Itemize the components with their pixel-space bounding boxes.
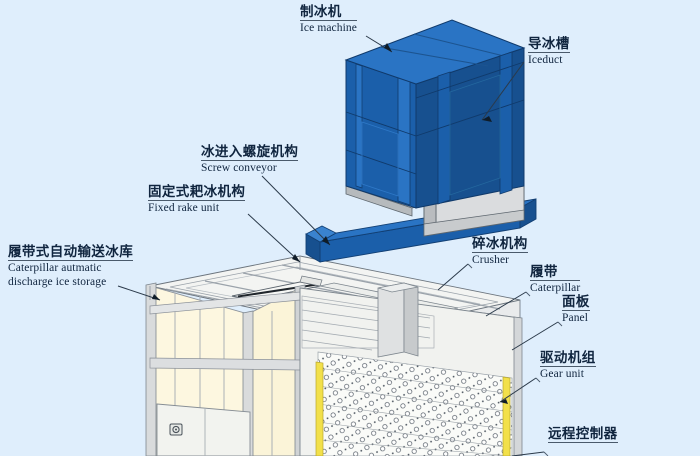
label-screw-conveyor-cn: 冰进入螺旋机构 [201,144,299,162]
label-ice-duct-en: Iceduct [528,54,563,67]
yellow-post-right [502,376,511,456]
label-ice-machine-cn: 制冰机 [300,5,357,22]
label-gear-unit-en: Gear unit [540,368,585,381]
label-panel-en: Panel [562,312,589,325]
label-fixed-rake-unit-en: Fixed rake unit [148,202,220,215]
ice-machine-top-face [344,19,526,85]
label-crusher-en: Crusher [472,254,510,267]
label-gear-unit-cn: 驱动机组 [540,350,596,368]
conveyor-support-column [377,282,419,358]
label-panel-cn: 面板 [562,294,590,312]
label-remote-controller-en [548,443,618,444]
door-lock-icon [169,423,183,436]
ice-storage-building [145,255,523,456]
leader-lines [117,35,559,456]
label-fixed-rake-unit: 固定式耙冰机构 Fixed rake unit [148,184,246,215]
label-ice-storage-en: Caterpillar autmatic discharge ice stora… [8,262,107,288]
caterpillar-belt [317,351,513,456]
label-ice-duct-cn: 导冰槽 [528,36,570,54]
label-ice-storage: 履带式自动输送冰库 Caterpillar autmatic discharge… [8,244,134,289]
label-ice-storage-cn: 履带式自动输送冰库 [8,244,134,262]
label-remote-controller: 远程控制器 [548,427,618,444]
label-screw-conveyor-en: Screw conveyor [201,162,277,175]
label-remote-controller-cn: 远程控制器 [548,426,618,444]
label-hooks [467,263,563,456]
service-door [156,403,251,456]
label-caterpillar-cn: 履带 [530,265,581,282]
label-ice-machine: 制冰机 Ice machine [300,5,357,34]
label-fixed-rake-unit-cn: 固定式耙冰机构 [148,184,246,202]
label-crusher-cn: 碎冰机构 [472,236,528,254]
label-ice-duct: 导冰槽 Iceduct [528,37,570,66]
label-ice-machine-en: Ice machine [300,22,357,35]
label-screw-conveyor: 冰进入螺旋机构 Screw conveyor [201,144,299,175]
label-caterpillar-en: Caterpillar [530,282,581,295]
label-gear-unit: 驱动机组 Gear unit [540,351,596,380]
yellow-post-left [315,361,324,456]
ice-machine [344,19,526,217]
label-crusher: 碎冰机构 Crusher [472,237,528,266]
label-caterpillar: 履带 Caterpillar [530,265,581,295]
label-panel: 面板 Panel [562,295,590,324]
